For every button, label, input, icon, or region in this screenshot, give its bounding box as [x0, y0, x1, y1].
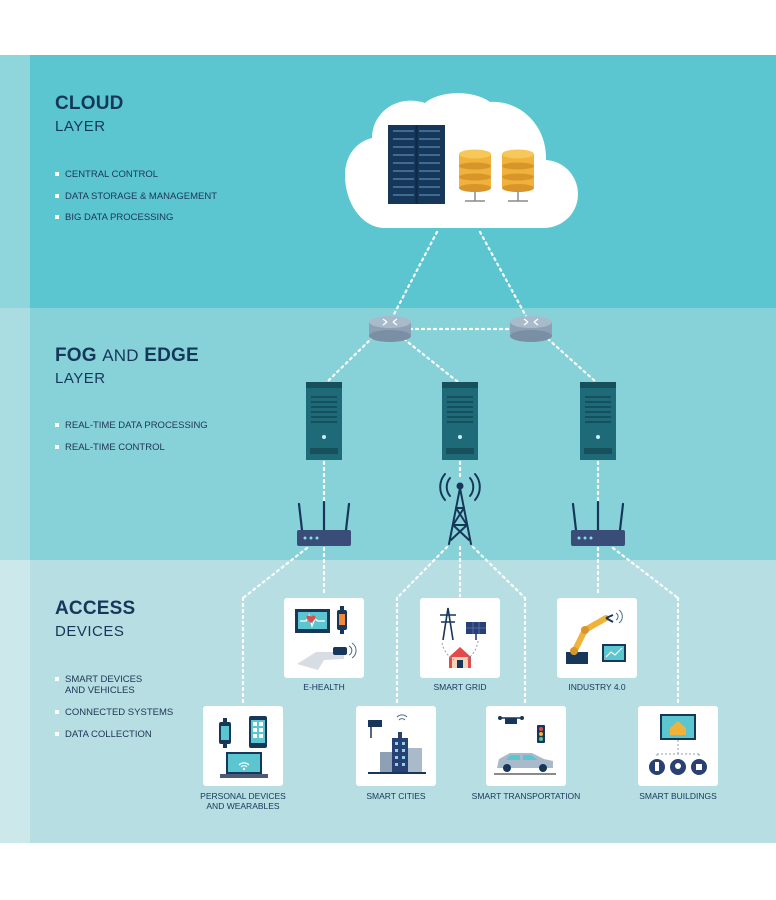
network-router-icon: [369, 316, 411, 342]
edge-server-icon: [306, 382, 342, 460]
database-icon: [459, 149, 491, 202]
device-label-smart-cities: SMART CITIES: [366, 791, 426, 801]
fog-bullet: REAL-TIME CONTROL: [55, 442, 208, 464]
device-label-industry-4: INDUSTRY 4.0: [568, 682, 626, 692]
access-layer-stripe: [0, 560, 30, 843]
device-label-e-health: E-HEALTH: [303, 682, 344, 692]
cloud-layer-stripe: [0, 55, 30, 308]
cloud-bullet: CENTRAL CONTROL: [55, 169, 217, 191]
database-icon: [502, 149, 534, 202]
access-bullet: DATA COLLECTION: [55, 729, 173, 751]
edge-server-icon: [442, 382, 478, 460]
network-links: [241, 230, 680, 708]
device-label-personal-devices-line1: PERSONAL DEVICES: [200, 791, 286, 801]
device-label-smart-grid: SMART GRID: [433, 682, 486, 692]
access-bullet: CONNECTED SYSTEMS: [55, 707, 173, 729]
fog-layer-subtitle: LAYER: [55, 370, 106, 387]
fog-layer-band: FOG AND EDGE LAYER REAL-TIME DATA PROCES…: [0, 308, 776, 560]
fog-word: FOG: [55, 345, 97, 366]
access-bullet: SMART DEVICES: [55, 674, 173, 685]
edge-word: EDGE: [144, 345, 199, 366]
fog-layer-stripe: [0, 308, 30, 560]
edge-server-icon: [580, 382, 616, 460]
device-card-industry-4: [557, 598, 637, 678]
and-word: AND: [102, 346, 139, 365]
access-layer-subtitle: DEVICES: [55, 623, 125, 640]
fog-bullet: REAL-TIME DATA PROCESSING: [55, 420, 208, 442]
cell-tower-icon: [439, 473, 481, 545]
device-card-personal-devices: [203, 706, 283, 786]
cloud-layer-subtitle: LAYER: [55, 118, 106, 135]
wifi-router-icon: [571, 500, 625, 546]
wifi-router-icon: [297, 500, 351, 546]
device-card-smart-buildings: [638, 706, 718, 786]
access-layer-title: ACCESS: [55, 598, 136, 619]
device-label-smart-transportation: SMART TRANSPORTATION: [472, 791, 581, 801]
cloud-layer-band: CLOUD LAYER CENTRAL CONTROL DATA STORAGE…: [0, 55, 776, 308]
server-rack-icon: [388, 125, 445, 204]
access-layer-band: ACCESS DEVICES SMART DEVICES AND VEHICLE…: [0, 560, 776, 843]
device-card-e-health: [284, 598, 364, 678]
cloud-bullet: DATA STORAGE & MANAGEMENT: [55, 191, 217, 213]
cloud-layer-title: CLOUD: [55, 93, 124, 114]
network-router-icon: [510, 316, 552, 342]
fog-layer-bullets: REAL-TIME DATA PROCESSING REAL-TIME CONT…: [55, 420, 208, 463]
fog-layer-title: FOG AND EDGE: [55, 345, 199, 367]
device-label-smart-buildings: SMART BUILDINGS: [639, 791, 717, 801]
device-card-smart-transportation: [486, 706, 566, 786]
cloud-layer-bullets: CENTRAL CONTROL DATA STORAGE & MANAGEMEN…: [55, 169, 217, 234]
device-card-smart-cities: [356, 706, 436, 786]
access-layer-bullets: SMART DEVICES AND VEHICLES CONNECTED SYS…: [55, 674, 173, 750]
device-card-smart-grid: [420, 598, 500, 678]
device-label-personal-devices-line2: AND WEARABLES: [206, 801, 280, 811]
access-bullet-continuation: AND VEHICLES: [65, 685, 135, 696]
device-labels: E-HEALTH SMART GRID INDUSTRY 4.0 PERSONA…: [200, 682, 717, 811]
cloud-bullet: BIG DATA PROCESSING: [55, 212, 217, 234]
